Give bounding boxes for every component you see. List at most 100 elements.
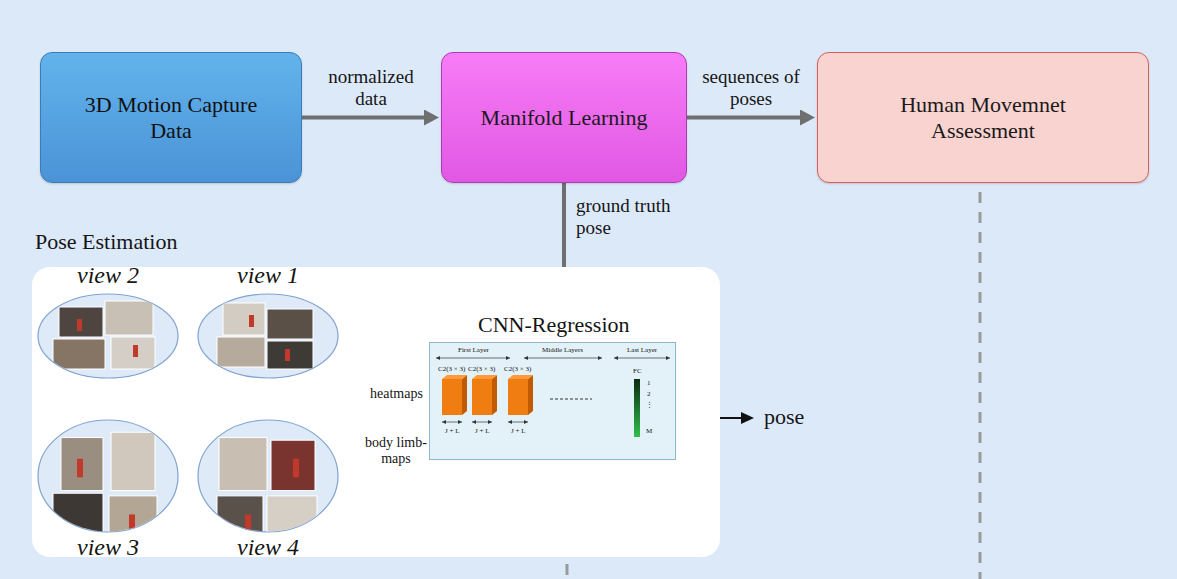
- network-box: CNN-RegressionFirst LayerMiddle LayersLa…: [429, 342, 676, 460]
- camera-image: [133, 345, 138, 357]
- camera-image: [111, 337, 155, 369]
- camera-image: [223, 303, 265, 335]
- layer-size: C2(3 × 3): [504, 365, 531, 373]
- group-panel: Pose Estimationview 2view 1view 3view 4C…: [32, 267, 720, 557]
- conv-block-side: [528, 375, 533, 415]
- channel-count: J + L: [475, 427, 489, 435]
- view-label: view 1: [237, 262, 299, 290]
- network-sketch: [430, 343, 677, 461]
- ellipse-outline: [37, 293, 179, 379]
- camera-image: [217, 337, 265, 367]
- channel-count: J + L: [445, 427, 459, 435]
- conv-block-top: [442, 375, 467, 379]
- edge-label: normalized data: [314, 66, 428, 110]
- camera-view: view 3: [37, 419, 179, 533]
- camera-image: [245, 514, 251, 533]
- camera-image: [267, 496, 317, 533]
- ellipse-outline: [197, 293, 339, 379]
- camera-image: [129, 514, 135, 533]
- channel-count: J + L: [511, 427, 525, 435]
- middle-dashes: [550, 399, 592, 400]
- span-head: [472, 420, 492, 424]
- layer-heading: Last Layer: [627, 346, 657, 354]
- view-label: view 4: [237, 534, 299, 562]
- fc-label: FC: [633, 367, 642, 375]
- output-box: Human Movemnet Assessment: [817, 52, 1149, 183]
- output-label: pose: [764, 404, 804, 429]
- fc-index: M: [646, 427, 652, 435]
- conv-block-top: [472, 375, 497, 379]
- box-label: Human Movemnet Assessment: [873, 92, 1093, 143]
- layer-heading: First Layer: [458, 346, 489, 354]
- arrow-head: [800, 110, 815, 126]
- camera-images: [53, 301, 155, 369]
- camera-image: [111, 432, 155, 490]
- span-line: [436, 358, 510, 359]
- camera-image: [267, 309, 313, 339]
- panel-heading: Pose Estimation: [35, 229, 177, 254]
- layer-heading: Middle Layers: [542, 346, 583, 354]
- conv-block: [508, 379, 528, 415]
- fc-index: ⋮: [646, 401, 653, 409]
- camera-images: [217, 438, 317, 533]
- arrow-head: [424, 110, 439, 126]
- camera-image: [285, 349, 290, 361]
- fc-bar: [634, 379, 640, 437]
- edge-label: ground truth pose: [574, 195, 698, 239]
- conv-block-side: [492, 375, 497, 415]
- fc-index: 2: [647, 390, 651, 398]
- box-label: 3D Motion Capture Data: [66, 92, 276, 143]
- ellipse-outline: [37, 419, 179, 533]
- arrow-label: body limb-maps: [360, 435, 432, 467]
- camera-image: [61, 438, 103, 491]
- camera-image: [59, 307, 103, 337]
- ellipse-fill: [38, 294, 178, 378]
- span-head: [524, 356, 602, 360]
- camera-images: [217, 303, 313, 369]
- span-head: [442, 420, 462, 424]
- dashed-divider: [979, 192, 982, 579]
- view-label: view 3: [77, 534, 139, 562]
- ellipse-fill: [198, 294, 338, 378]
- camera-view: view 4: [197, 419, 339, 533]
- data-arrow: [302, 110, 439, 126]
- camera-image: [53, 339, 105, 369]
- conv-block: [442, 379, 462, 415]
- arrow-label: heatmaps: [370, 386, 423, 402]
- data-arrow: [687, 110, 815, 126]
- layer-size: C2(3 × 3): [438, 365, 465, 373]
- camera-image: [249, 315, 254, 327]
- camera-images: [53, 432, 157, 533]
- camera-image: [53, 493, 103, 533]
- arrow-line: [687, 116, 801, 120]
- network-heading: CNN-Regression: [478, 312, 630, 337]
- ellipse-outline: [197, 419, 339, 533]
- camera-image: [105, 301, 153, 335]
- span-line: [614, 358, 670, 359]
- output-arrow-head: [741, 412, 754, 424]
- span-head: [508, 420, 528, 424]
- camera-image: [77, 459, 83, 478]
- camera-image: [77, 319, 82, 331]
- camera-image: [109, 496, 157, 533]
- layer-size: C2(3 × 3): [468, 365, 495, 373]
- data-box: 3D Motion Capture Data: [40, 52, 302, 183]
- box-label: Manifold Learning: [481, 105, 648, 130]
- camera-image: [219, 438, 267, 491]
- fc-index: 1: [647, 379, 651, 387]
- process-box: Manifold Learning: [441, 52, 687, 183]
- camera-view: view 2: [37, 293, 179, 379]
- edge-label: sequences of poses: [699, 66, 803, 110]
- span-line: [524, 358, 602, 359]
- span-head: [614, 356, 670, 360]
- camera-image: [267, 341, 313, 369]
- conv-block-top: [508, 375, 533, 379]
- view-label: view 2: [77, 262, 139, 290]
- camera-image: [293, 459, 299, 478]
- span-head: [436, 356, 510, 360]
- camera-view: view 1: [197, 293, 339, 379]
- camera-image: [217, 496, 263, 533]
- arrow-line: [302, 116, 425, 120]
- conv-block: [472, 379, 492, 415]
